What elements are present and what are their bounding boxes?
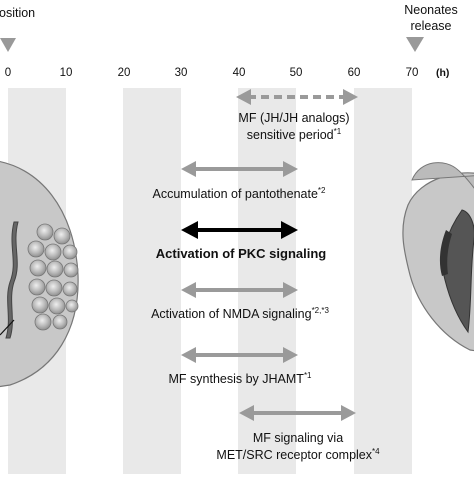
gut-shape (5, 221, 19, 339)
axis-tick: 0 (5, 67, 11, 79)
arrow-pkc-signaling (181, 221, 298, 239)
event-label-pantothenate: Accumulation of pantothenate*2 (153, 186, 327, 201)
neonates-label-line1: Neonates (404, 3, 458, 17)
neonates-marker-icon (406, 37, 424, 52)
event-label-jhamt: MF synthesis by JHAMT*1 (169, 371, 313, 386)
arrow-jhamt (181, 347, 298, 363)
arrow-sensitive-period (236, 89, 358, 105)
event-label-nmda: Activation of NMDA signaling*2,*3 (151, 306, 329, 321)
time-bands (8, 88, 412, 474)
arrow-nmda-signaling (181, 282, 298, 298)
time-axis: 0 10 20 30 40 50 60 70 (h) (5, 67, 450, 79)
arrow-met-src (239, 405, 356, 421)
neonates-label-line2: release (411, 19, 452, 33)
time-band-20-30 (123, 88, 181, 474)
event-labels: MF (JH/JH analogs) sensitive period*1 Ac… (151, 111, 380, 462)
arrows (181, 89, 358, 421)
axis-tick: 70 (406, 67, 419, 79)
axis-tick: 20 (118, 67, 131, 79)
event-label-met-src-line1: MF signaling via (253, 431, 343, 445)
daphnia-with-eggs-illustration (0, 160, 79, 388)
axis-tick: 40 (233, 67, 246, 79)
arrow-pantothenate (181, 161, 298, 177)
eggs (27, 223, 79, 331)
event-label-sensitive-line2: sensitive period*1 (247, 127, 342, 142)
axis-unit: (h) (436, 67, 449, 79)
axis-tick: 30 (175, 67, 188, 79)
axis-tick: 10 (60, 67, 73, 79)
axis-tick: 60 (348, 67, 361, 79)
event-label-pkc: Activation of PKC signaling (156, 246, 327, 261)
oviposition-marker-icon (0, 38, 16, 52)
axis-tick: 50 (290, 67, 303, 79)
oviposition-label: osition (0, 6, 35, 20)
event-label-sensitive-line1: MF (JH/JH analogs) (238, 111, 349, 125)
daphnia-neonate-illustration (402, 162, 474, 352)
event-label-met-src-line2: MET/SRC receptor complex*4 (216, 447, 380, 462)
time-band-60-70 (354, 88, 412, 474)
